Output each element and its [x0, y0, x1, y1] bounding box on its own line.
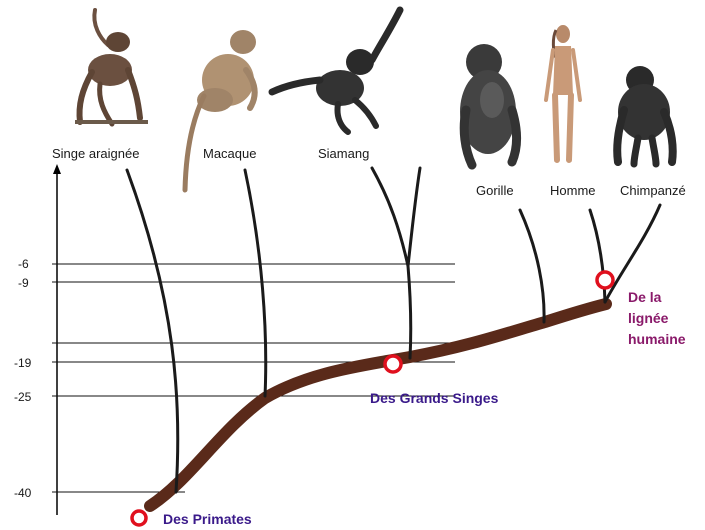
branch-spider-monkey [127, 170, 178, 492]
tick-label-9: -9 [18, 276, 29, 290]
node-label-lignee-line2: lignée [628, 310, 669, 326]
macaque-figure [185, 30, 256, 190]
node-label-lignee-line1: De la [628, 289, 662, 305]
tick-label-40: -40 [14, 486, 32, 500]
species-label-gorilla: Gorille [476, 183, 514, 198]
gorilla-figure [460, 44, 517, 165]
tick-label-19: -19 [14, 356, 32, 370]
siamang-figure [272, 10, 400, 132]
branch-chimpanze [605, 205, 660, 302]
tick-labels: -6 -9 -19 -25 -40 [14, 257, 32, 500]
time-gridlines [52, 264, 455, 492]
species-label-chimpanze: Chimpanzé [620, 183, 686, 198]
human-figure [546, 25, 580, 160]
spider-monkey-figure [75, 10, 148, 124]
node-label-lignee-line3: humaine [628, 331, 686, 347]
node-label-primates: Des Primates [163, 511, 252, 527]
axis-arrow-icon [53, 164, 61, 174]
lineage-branches [127, 168, 660, 492]
node-marker-lignee-humaine [597, 272, 613, 288]
species-label-homme: Homme [550, 183, 596, 198]
node-marker-grands-singes [385, 356, 401, 372]
branch-siamang-b [408, 168, 420, 266]
species-label-siamang: Siamang [318, 146, 369, 161]
branch-siamang-a [372, 168, 411, 358]
chimpanzee-figure [617, 66, 672, 164]
tick-label-6: -6 [18, 257, 29, 271]
branch-gorilla [520, 210, 544, 322]
node-label-grands-singes: Des Grands Singes [370, 390, 499, 406]
species-label-spider-monkey: Singe araignée [52, 146, 139, 161]
time-axis [53, 164, 61, 515]
species-label-macaque: Macaque [203, 146, 256, 161]
node-marker-primates [132, 511, 146, 525]
tick-label-25: -25 [14, 390, 32, 404]
